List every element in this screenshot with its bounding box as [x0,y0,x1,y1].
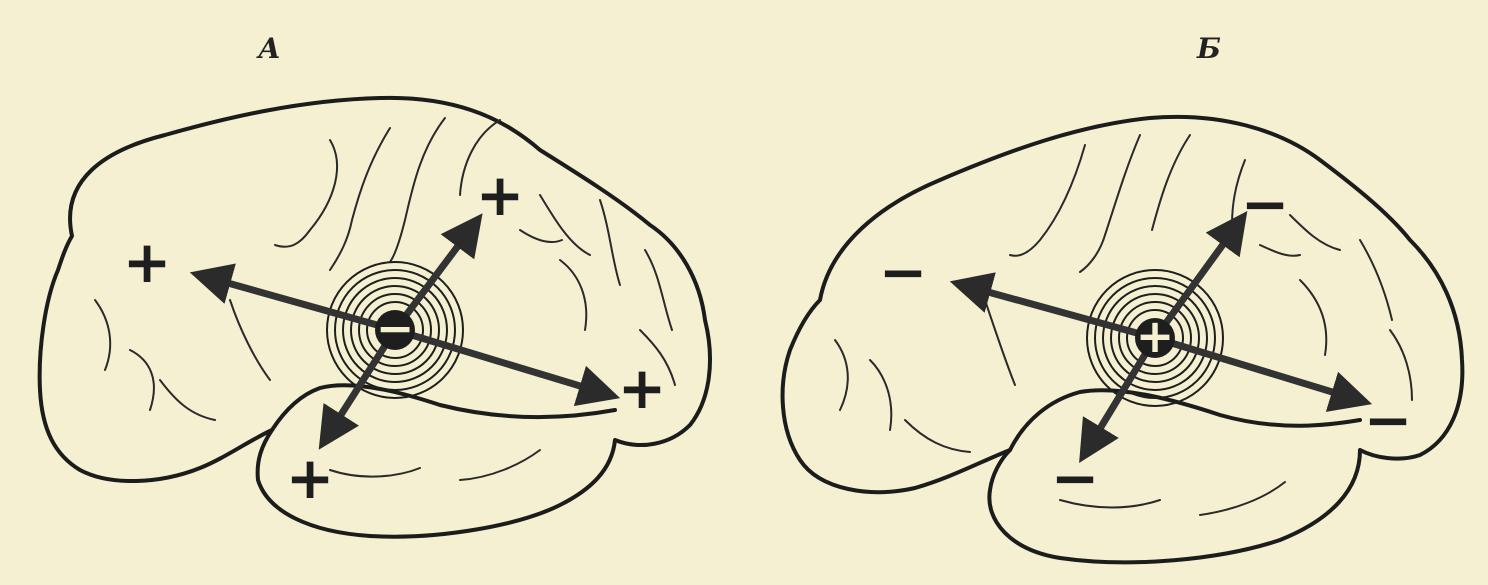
panel-b-sign-temporal: − [1051,444,1100,512]
panel-a-temporal-lobe [272,385,615,430]
panel-b: Б [783,32,1463,562]
panel-a-sign-temporal: + [286,444,335,512]
panel-b-sign-frontal: − [879,238,928,306]
panel-a: А [40,32,710,537]
panel-a-sign-occipital: + [618,354,667,422]
panel-b-sulci [835,135,1412,515]
panel-b-label: Б [1196,32,1221,65]
panel-a-label: А [256,32,281,65]
panel-b-sign-occipital: − [1364,386,1413,454]
panel-a-sulci [95,118,675,480]
panel-a-sign-parietal: + [476,161,525,229]
panel-a-center-sign: − [376,301,415,355]
panel-b-sign-parietal: − [1241,170,1290,238]
panel-b-arrow-occipital [1155,338,1352,398]
panel-b-center-sign: + [1136,309,1175,363]
panel-a-sign-frontal: + [123,228,172,296]
